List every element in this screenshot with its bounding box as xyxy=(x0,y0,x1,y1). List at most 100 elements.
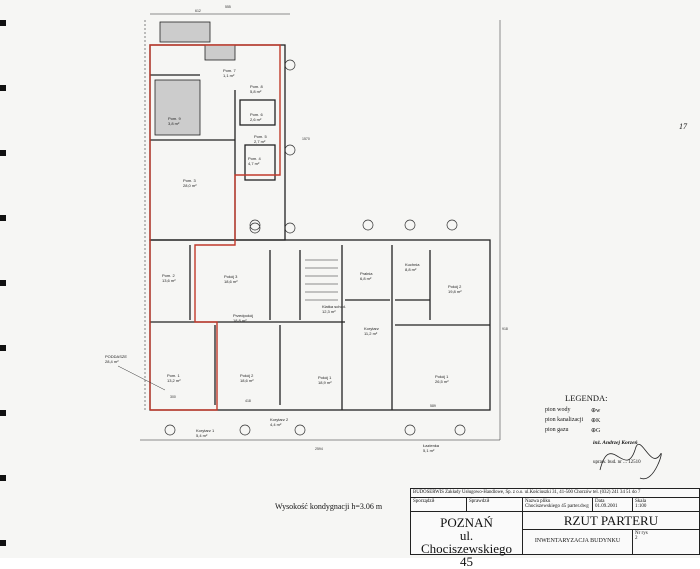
prepared-label: Sporządził xyxy=(411,498,467,512)
room-area: 13,2 m² xyxy=(167,378,181,383)
signer-license: upraw. bud. nr ... 12510 xyxy=(593,460,641,465)
signer-name: inż. Andrzej Korzeń xyxy=(593,440,638,446)
title-block: BUDOSERWIS Zakłady Usługowo-Handlowe, Sp… xyxy=(410,488,700,568)
room-area: 26,5 m² xyxy=(435,379,449,384)
hatched-area xyxy=(159,21,211,43)
location-cell: POZNAŃ ul. Chociszewskiego 45 xyxy=(411,512,523,568)
room-label: PODDASZE xyxy=(105,354,127,359)
file-value: Chociszewskiego 45 parter.dwg xyxy=(525,504,589,509)
signature xyxy=(599,443,662,480)
drawing-number-value: 2 xyxy=(635,536,638,541)
date-label: Data xyxy=(595,499,605,504)
room-label: Pom. 5 xyxy=(254,134,267,139)
room-label: Korytarz xyxy=(364,326,379,331)
room-label: Pom. 2 xyxy=(162,273,175,278)
dimension: 300 xyxy=(170,395,176,399)
hatched-area xyxy=(204,44,236,61)
room-area: 11,2 m² xyxy=(364,331,378,336)
room-area: 2,6 m² xyxy=(250,117,262,122)
room-label: Łazienka xyxy=(423,443,440,448)
room-area: 4,4 m² xyxy=(270,422,282,427)
gas-riser-icon: ⊕G xyxy=(591,428,601,434)
binding-hole xyxy=(0,410,6,416)
binding-hole xyxy=(0,540,6,546)
dimension: 2594 xyxy=(315,447,323,451)
page-number: 17 xyxy=(679,122,687,131)
storey-height-note: Wysokość kondygnacji h=3.06 m xyxy=(275,502,383,511)
riser-markers xyxy=(164,59,466,436)
legend-item: pion wody ⊕w xyxy=(545,407,608,414)
water-riser-icon: ⊕w xyxy=(591,408,601,414)
room-label: Pom. 4 xyxy=(248,156,261,161)
scale-label: Skala xyxy=(635,499,647,504)
room-area: 18,6 m² xyxy=(240,378,254,383)
room-area: 13,6 m² xyxy=(162,278,176,283)
room-area: 2,7 m² xyxy=(254,139,266,144)
legend-label: pion gazu xyxy=(545,427,569,433)
room-area: 18,9 m² xyxy=(318,380,332,385)
room-label: Pokój 1 xyxy=(435,374,449,379)
dimension: 589 xyxy=(430,404,436,408)
file-name-cell: Nazwa pliku Chociszewskiego 45 parter.dw… xyxy=(523,498,593,512)
room-area: 12,3 m² xyxy=(322,309,336,314)
room-area: 1,1 m² xyxy=(223,73,235,78)
date-cell: Data 01.09.2001 xyxy=(593,498,633,512)
binding-hole xyxy=(0,85,6,91)
room-area: 4,7 m² xyxy=(248,161,260,166)
dimension-labels: 2594 612 555 918 1570 300 589 418 xyxy=(170,5,508,451)
legend-item: pion gazu ⊕G xyxy=(545,427,608,434)
room-label: Pokój 2 xyxy=(240,373,254,378)
room-label: Kuchnia xyxy=(405,262,420,267)
legend-item: pion kanalizacji ⊕K xyxy=(545,417,608,424)
room-area: 28,0 m² xyxy=(183,183,197,188)
legend-label: pion wody xyxy=(545,407,571,413)
room-label: Pom. 3 xyxy=(183,178,196,183)
dimension: 555 xyxy=(225,5,231,9)
room-label: Klatka schod. xyxy=(322,304,346,309)
room-area: 18,6 m² xyxy=(224,279,238,284)
room-label: Pokój 3 xyxy=(224,274,238,279)
date-value: 01.09.2001 xyxy=(595,504,618,509)
room-area: 5,8 m² xyxy=(250,89,262,94)
drawing-subtitle: INWENTARYZACJA BUDYNKU xyxy=(523,530,633,554)
dimension: 918 xyxy=(502,327,508,331)
room-area: 5,1 m² xyxy=(423,448,435,453)
room-label: Korytarz 2 xyxy=(270,417,289,422)
red-boundary-line xyxy=(149,44,281,411)
room-label: Pom. 7 xyxy=(223,68,236,73)
room-area: 6,8 m² xyxy=(360,276,372,281)
scale-cell: Skala 1:100 xyxy=(633,498,699,512)
binding-hole xyxy=(0,215,6,221)
room-area: 19,8 m² xyxy=(448,289,462,294)
room-label: Pom. 8 xyxy=(250,84,263,89)
scale-value: 1:100 xyxy=(635,504,647,509)
room-label: Przedpokój xyxy=(233,313,253,318)
dimension: 612 xyxy=(195,9,201,13)
binding-hole xyxy=(0,280,6,286)
room-area: 28,4 m² xyxy=(105,359,119,364)
room-label: Pokój 1 xyxy=(318,375,332,380)
dimension: 1570 xyxy=(302,137,310,141)
room-label: Pralnia xyxy=(360,271,373,276)
staircase xyxy=(305,259,338,301)
hatched-area xyxy=(154,79,201,136)
room-label: Pom. 1 xyxy=(167,373,180,378)
street: ul. Chociszewskiego 45 xyxy=(421,528,512,569)
room-label: Pom. 9 xyxy=(168,116,181,121)
sewer-riser-icon: ⊕K xyxy=(591,418,601,424)
drawing-number-label: Nr rys xyxy=(635,531,648,536)
room-area: 5,4 m² xyxy=(196,433,208,438)
checked-label: Sprawdził xyxy=(467,498,523,512)
legend-title: LEGENDA: xyxy=(565,393,608,403)
room-area: 3,8 m² xyxy=(168,121,180,126)
binding-hole xyxy=(0,345,6,351)
drawing-number-cell: Nr rys 2 xyxy=(633,530,699,554)
room-area: 18,8 m² xyxy=(233,318,247,323)
legend: LEGENDA: pion wody⊕w pion kanalizacji⊕K … xyxy=(545,393,608,437)
legend-label: pion kanalizacji xyxy=(545,417,584,423)
file-label: Nazwa pliku xyxy=(525,499,551,504)
binding-hole xyxy=(0,475,6,481)
company-line: BUDOSERWIS Zakłady Usługowo-Handlowe, Sp… xyxy=(411,489,699,498)
